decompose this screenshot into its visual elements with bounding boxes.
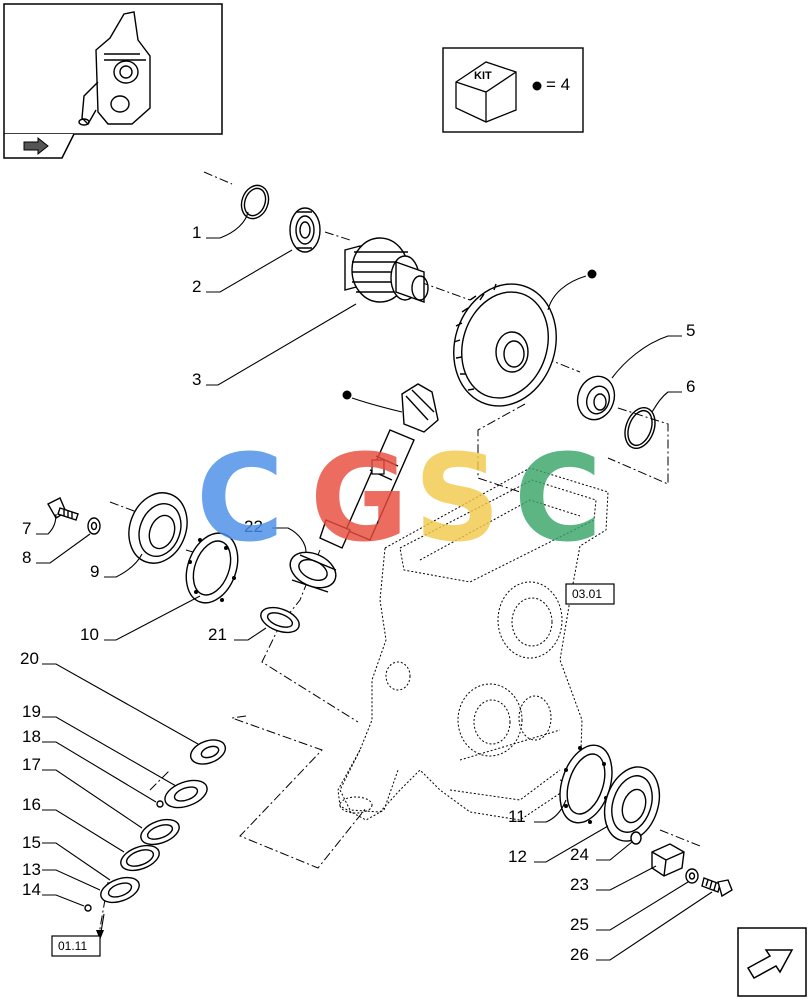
callout-15: 15 <box>22 833 41 852</box>
callout-9: 9 <box>90 562 99 581</box>
watermark-letter-3: S <box>414 430 500 569</box>
callout-20: 20 <box>20 649 39 668</box>
callout-21: 21 <box>208 625 227 644</box>
callout-14: 14 <box>22 880 41 899</box>
part-8-washer[interactable] <box>87 517 101 535</box>
part-15-flange[interactable] <box>97 873 142 907</box>
callout-18: 18 <box>22 727 41 746</box>
callout-3: 3 <box>192 370 201 389</box>
part-18-screw[interactable] <box>156 800 164 808</box>
ref-box-01-11[interactable]: 01.11 <box>51 935 101 957</box>
navigation-arrow-icon[interactable] <box>23 136 49 156</box>
callout-19: 19 <box>22 702 41 721</box>
gearbox-housing[interactable] <box>337 467 609 821</box>
kit-bullet-icon <box>532 81 542 91</box>
callout-7: 7 <box>22 519 31 538</box>
kit-count: = 4 <box>546 75 570 94</box>
callout-24: 24 <box>570 845 589 864</box>
part-21-seal[interactable] <box>257 603 302 637</box>
callout-10: 10 <box>80 625 99 644</box>
callout-13: 13 <box>22 860 41 879</box>
kit-label: KIT <box>474 70 492 82</box>
callout-25: 25 <box>570 915 589 934</box>
callout-1: 1 <box>192 223 201 242</box>
part-crown-gear[interactable] <box>438 271 571 420</box>
part-6-circlip[interactable] <box>620 403 661 452</box>
callout-22: 22 <box>244 517 263 536</box>
watermark: C G S C <box>196 430 602 569</box>
part-20-seal[interactable] <box>187 736 228 769</box>
part-22-bearing[interactable] <box>284 545 341 594</box>
part-2-bearing[interactable] <box>289 207 321 253</box>
watermark-letter-1: C <box>196 430 284 569</box>
kit-cube-icon <box>455 61 517 123</box>
ref-box-03-01[interactable]: 03.01 <box>565 583 615 605</box>
callout-26: 26 <box>570 945 589 964</box>
part-9-cover-plate[interactable] <box>119 485 196 572</box>
kit-legend-box: KIT = 4 <box>442 47 584 133</box>
kit-bullet-crown-gear <box>587 269 597 279</box>
ref-0111-label: 01.11 <box>58 939 87 953</box>
part-25-washer[interactable] <box>685 868 699 884</box>
thumbnail-view[interactable] <box>3 3 223 159</box>
callout-numbers: 1 2 3 5 6 7 8 9 10 11 12 13 14 15 16 17 … <box>20 223 695 964</box>
callout-8: 8 <box>22 548 31 567</box>
part-24-washer[interactable] <box>630 831 642 845</box>
kit-bullet-pinion <box>342 390 352 400</box>
part-1-circlip[interactable] <box>237 182 273 223</box>
ref-0301-label: 03.01 <box>572 587 602 601</box>
callout-11: 11 <box>508 807 526 826</box>
part-19-flange[interactable] <box>161 775 211 813</box>
callout-5: 5 <box>686 321 695 340</box>
part-5-bearing[interactable] <box>572 372 620 425</box>
part-17-ring[interactable] <box>137 815 182 849</box>
part-16-ring[interactable] <box>117 841 162 875</box>
part-3-gear-shaft[interactable] <box>344 237 429 303</box>
callout-23: 23 <box>570 875 589 894</box>
callout-6: 6 <box>686 377 695 396</box>
part-23-block[interactable] <box>651 843 685 877</box>
leader-lines <box>36 211 713 961</box>
part-7-bolt[interactable] <box>47 497 79 521</box>
part-12-cover-plate[interactable] <box>596 760 669 848</box>
callout-17: 17 <box>22 755 41 774</box>
watermark-letter-4: C <box>514 430 602 569</box>
callout-2: 2 <box>192 277 201 296</box>
part-26-bolt[interactable] <box>701 877 733 898</box>
callout-12: 12 <box>508 847 527 866</box>
part-pinion-shaft[interactable] <box>319 383 439 549</box>
callout-16: 16 <box>22 795 41 814</box>
part-10-gasket[interactable] <box>177 526 247 610</box>
arrow-icon <box>746 949 794 980</box>
watermark-letter-2: G <box>310 430 409 569</box>
next-page-arrow-button[interactable] <box>737 927 807 997</box>
part-14-screw[interactable] <box>84 904 92 912</box>
